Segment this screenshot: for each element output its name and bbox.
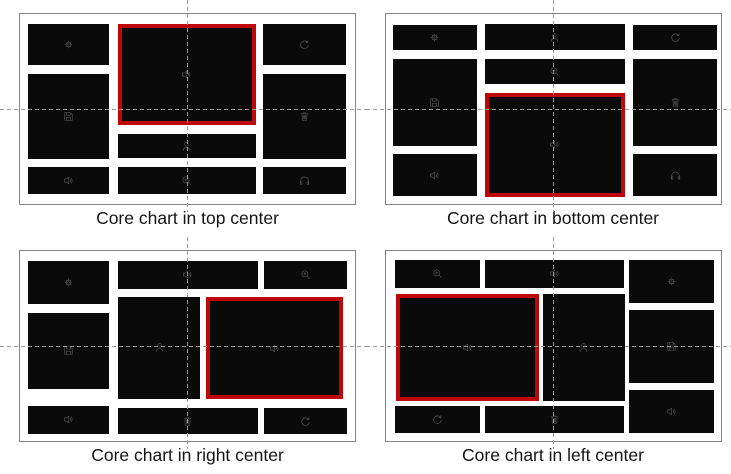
quadrant-left-center: Core chart in left center [365, 237, 731, 474]
tile-refresh [263, 408, 348, 434]
speaker-icon [548, 267, 561, 280]
tile-speaker [28, 406, 110, 434]
speaker-icon [461, 341, 474, 354]
speaker-icon [62, 174, 75, 187]
gear-icon [428, 31, 441, 44]
zoom-in-icon [299, 268, 312, 281]
headphones-icon [298, 174, 311, 187]
refresh-icon [299, 415, 312, 428]
dashboard-mockup-top-center [19, 13, 356, 205]
gear-icon [62, 276, 75, 289]
core-chart-tile [484, 93, 626, 197]
tile-trash [633, 59, 717, 147]
speaker-icon [548, 138, 561, 151]
save-icon [428, 96, 441, 109]
tile-refresh [633, 25, 717, 51]
core-chart-tile [395, 293, 539, 401]
speaker-icon [180, 68, 193, 81]
tile-zoom-in [263, 260, 348, 289]
tile-gear [629, 259, 715, 304]
refresh-icon [669, 31, 682, 44]
panel-caption: Core chart in bottom center [446, 208, 660, 228]
headphones-icon [669, 169, 682, 182]
tile-save [28, 74, 110, 159]
speaker-icon [181, 268, 194, 281]
panel-caption: Core chart in right center [91, 445, 284, 465]
tile-zoom-in [117, 167, 257, 195]
panel-caption: Core chart in left center [462, 445, 644, 465]
person-icon [180, 140, 193, 153]
gear-icon [62, 38, 75, 51]
speaker-icon [268, 342, 281, 355]
tile-person [118, 296, 200, 400]
person-icon [153, 341, 166, 354]
zoom-in-icon [431, 267, 444, 280]
tile-person [117, 133, 257, 159]
tile-trash [263, 74, 347, 159]
person-icon [577, 341, 590, 354]
quadrant-right-center: Core chart in right center [0, 237, 366, 474]
tile-refresh [263, 23, 347, 66]
dashboard-mockup-left-center [384, 250, 722, 442]
tile-speaker [629, 389, 715, 433]
dashboard-mockup-bottom-center [384, 13, 722, 205]
tile-save [28, 312, 110, 390]
tile-save [629, 309, 715, 384]
tile-speaker [392, 154, 477, 196]
tile-gear [392, 25, 477, 51]
tile-person [542, 293, 625, 401]
save-icon [665, 340, 678, 353]
person-icon [548, 31, 561, 44]
tile-speaker [117, 260, 258, 289]
tile-headphones [263, 167, 347, 195]
save-icon [62, 110, 75, 123]
tile-trash [118, 408, 258, 434]
speaker-icon [62, 413, 75, 426]
tile-zoom-in [394, 259, 480, 289]
tile-headphones [633, 154, 717, 196]
tile-trash [484, 406, 624, 433]
tile-speaker [28, 167, 110, 195]
trash-icon [298, 110, 311, 123]
tile-gear [28, 260, 110, 305]
core-chart-tile [206, 297, 344, 400]
refresh-icon [431, 413, 444, 426]
quadrant-bottom-center: Core chart in bottom center [365, 0, 731, 237]
trash-icon [548, 413, 561, 426]
dashboard-mockup-right-center [19, 250, 356, 442]
refresh-icon [298, 38, 311, 51]
zoom-in-icon [548, 65, 561, 78]
tile-person [484, 24, 626, 51]
tile-refresh [394, 406, 480, 433]
gear-icon [665, 275, 678, 288]
tile-speaker [484, 259, 624, 289]
quadrant-top-center: Core chart in top center [0, 0, 366, 237]
zoom-in-icon [180, 174, 193, 187]
save-icon [62, 344, 75, 357]
speaker-icon [428, 169, 441, 182]
tile-gear [28, 23, 110, 66]
trash-icon [669, 96, 682, 109]
tile-save [392, 59, 477, 147]
trash-icon [181, 415, 194, 428]
core-chart-tile [117, 23, 257, 125]
tile-zoom-in [484, 59, 626, 85]
speaker-icon [665, 405, 678, 418]
panel-caption: Core chart in top center [96, 208, 279, 228]
